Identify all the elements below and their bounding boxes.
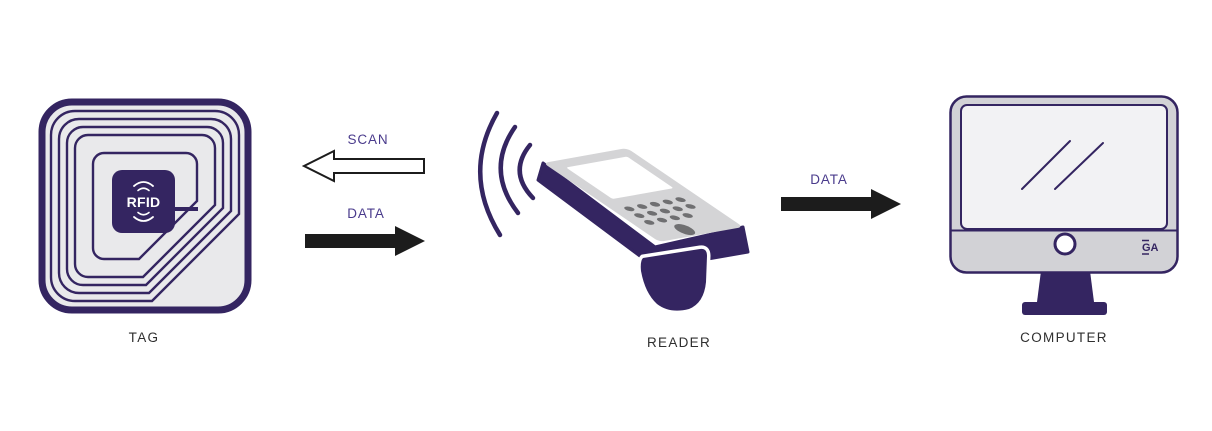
computer-label: COMPUTER: [1020, 330, 1108, 345]
solid-right-arrow-icon: [305, 226, 425, 256]
rfid-chip-icon: RFID: [112, 170, 175, 233]
chip-signal-waves-icon: [133, 181, 154, 222]
computer-monitor-icon: GA: [949, 95, 1179, 315]
reader-face: [545, 148, 741, 242]
monitor-power-button: [1053, 232, 1077, 256]
monitor-screen: [960, 104, 1168, 230]
signal-waves-icon: [478, 110, 536, 238]
data-arrow-label-2: DATA: [810, 172, 848, 187]
rfid-reader-icon: [478, 110, 750, 315]
screen-reflection-lines: [1021, 140, 1104, 190]
ga-logo: GA: [1142, 239, 1159, 255]
scan-arrow-label: SCAN: [347, 132, 389, 147]
reader-screen: [567, 156, 673, 199]
reader-underside: [536, 161, 750, 270]
rfid-tag-icon: RFID: [38, 98, 252, 314]
chip-connector: [172, 207, 198, 211]
tag-label: TAG: [128, 330, 160, 345]
tag-antenna-coil: [49, 109, 241, 303]
monitor-base: [1022, 302, 1107, 315]
reader-handle: [637, 245, 711, 315]
data-arrow-label-1: DATA: [347, 206, 385, 221]
chip-text: RFID: [127, 194, 161, 210]
ga-logo-text: GA: [1142, 242, 1159, 254]
monitor-stand: [1037, 271, 1094, 302]
reader-keypad: [624, 197, 696, 225]
reader-scan-button: [674, 224, 696, 236]
reader-label: READER: [646, 335, 712, 350]
solid-right-arrow-icon: [781, 189, 901, 219]
outline-left-arrow-icon: [302, 149, 425, 183]
